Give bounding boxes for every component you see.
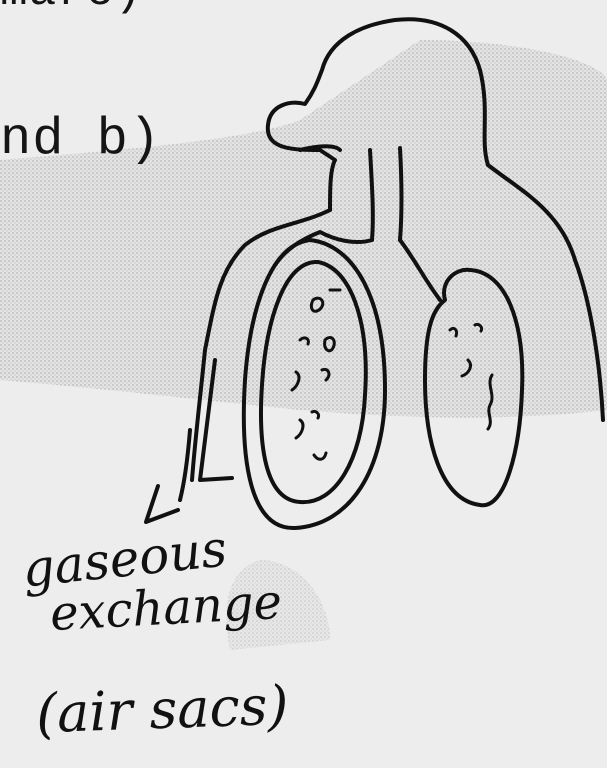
handwritten-label-air-sacs: (air sacs) (35, 674, 289, 746)
shading-band (0, 40, 607, 418)
arrow-line-to-lung (180, 430, 190, 500)
arrow-head (146, 486, 178, 522)
printed-text-fragment: mare) (0, 0, 143, 18)
trachea-right-wall (400, 148, 402, 240)
question-part-label: nd b) (0, 110, 161, 169)
